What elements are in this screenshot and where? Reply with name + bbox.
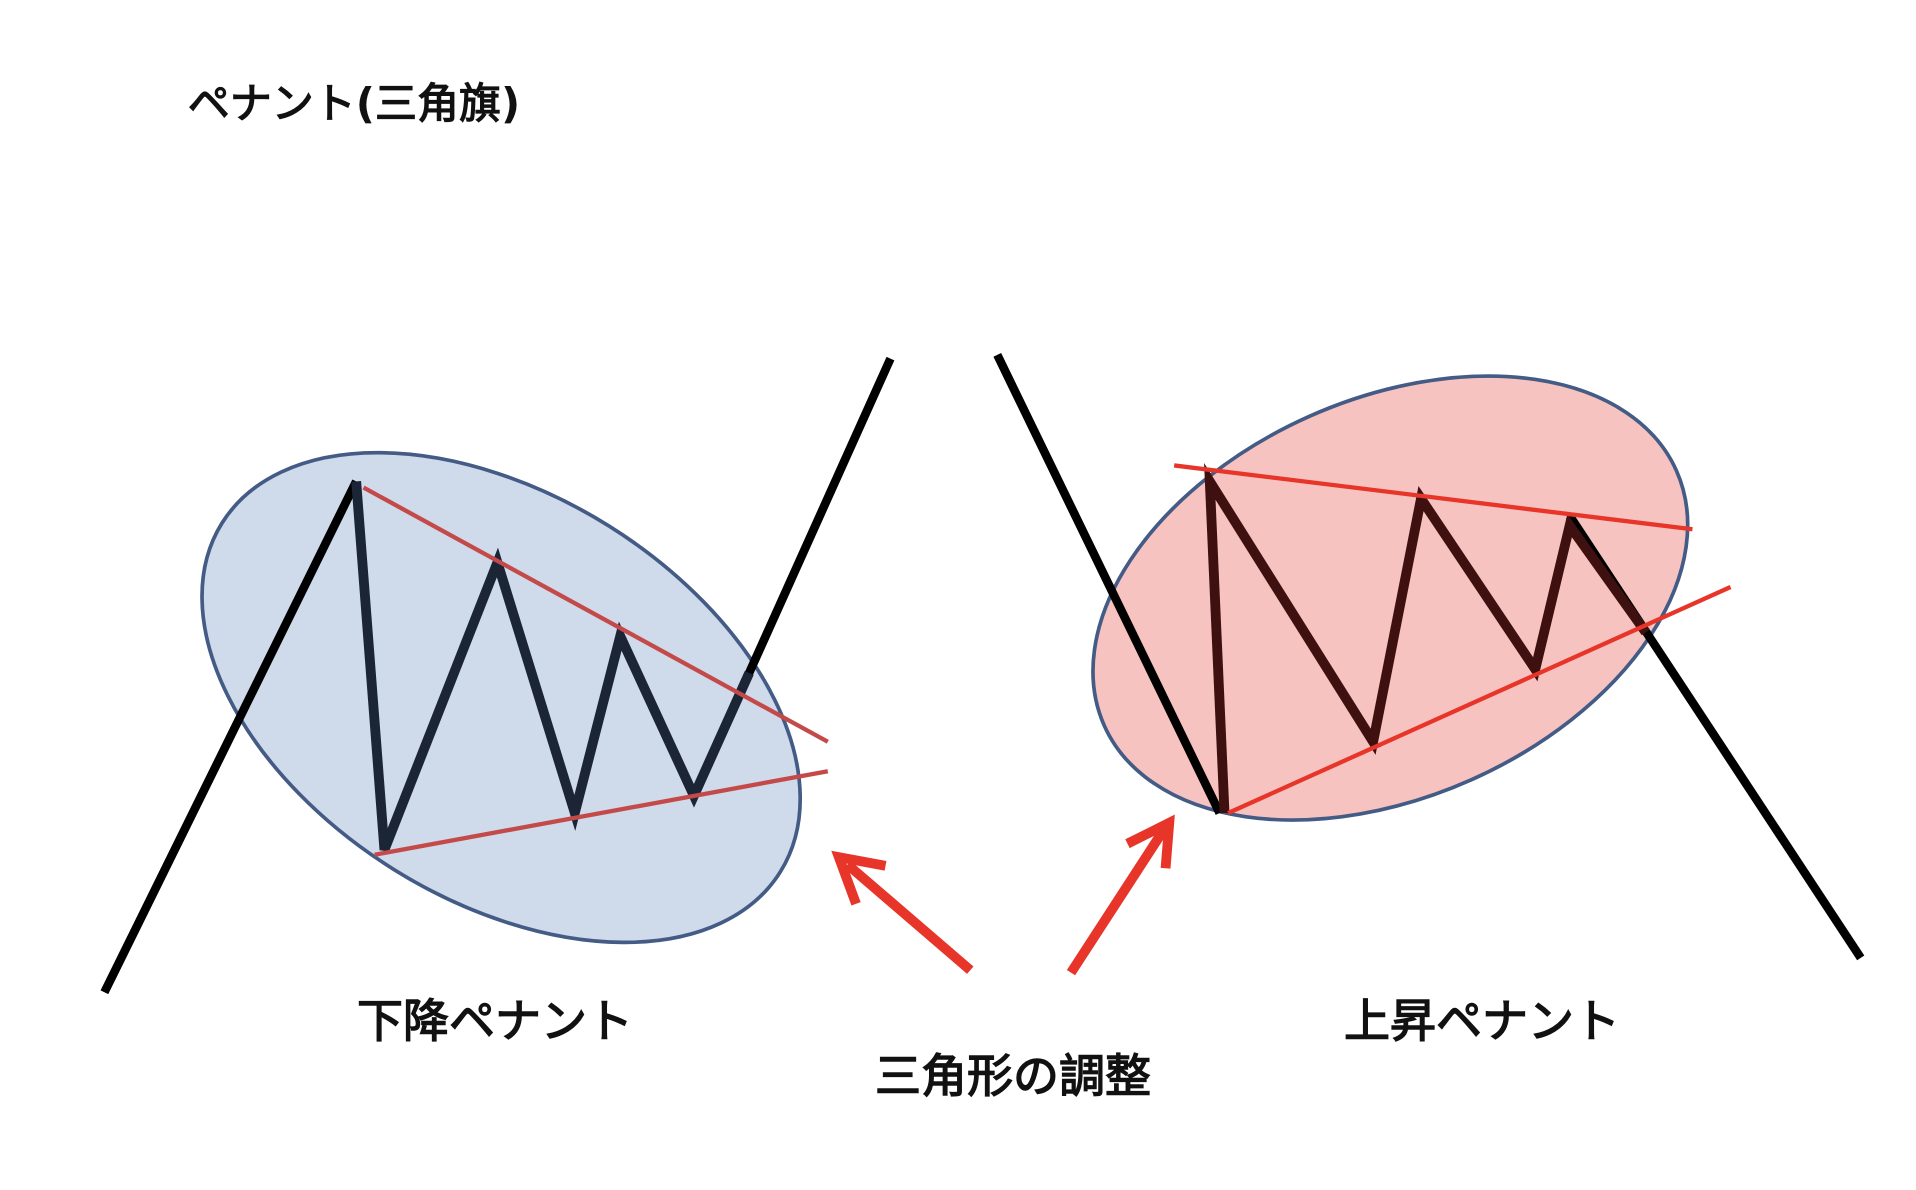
right-zigzag [1204,463,1650,814]
left-price-line [100,479,361,995]
triangle-adjustment-label: 三角形の調整 [875,1049,1151,1103]
diagram-title: ペナント(三角旗) [187,79,521,128]
arrow-to-right-pennant [1066,814,1175,976]
left-ellipse [200,450,803,945]
up-pennant-label: 上昇ペナント [1344,994,1620,1048]
right-price-line [993,353,1224,815]
left-lower-trendline [374,769,829,857]
down-pennant-label: 下降ペナント [357,994,633,1048]
right-upper-trendline [1173,463,1693,532]
right-ellipse [1091,374,1690,822]
left-upper-trendline [362,485,829,744]
arrow-to-left-pennant [831,850,974,974]
right-lower-trendline [1227,585,1732,815]
